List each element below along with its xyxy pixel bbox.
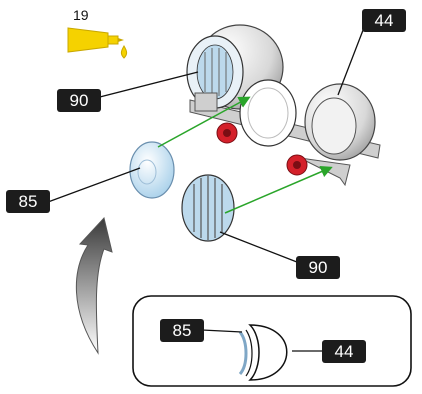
callout-90-bottom: 90	[296, 256, 340, 279]
svg-text:85: 85	[19, 192, 38, 211]
grease-tube-icon	[67, 27, 128, 59]
svg-text:85: 85	[173, 321, 192, 340]
assembly-arrow-upper	[157, 96, 251, 148]
clear-lens-middle	[239, 79, 297, 147]
inset-lens-profile	[238, 324, 288, 381]
blue-lens-85	[129, 141, 175, 199]
leader-lines	[47, 24, 366, 352]
lamp-housing-right	[304, 83, 376, 161]
callout-44-top: 44	[362, 9, 406, 32]
callout-90-top: 90	[57, 89, 101, 112]
svg-text:44: 44	[335, 342, 354, 361]
red-nut-left	[216, 122, 238, 144]
lamp-housing-left	[186, 24, 284, 112]
curved-direction-arrow	[75, 216, 113, 355]
red-nut-right	[286, 154, 308, 176]
striped-lens-90	[181, 174, 235, 242]
grease-ref-label: 19	[73, 7, 89, 23]
svg-text:44: 44	[375, 11, 394, 30]
assembly-arrow-lower	[224, 166, 333, 214]
svg-text:90: 90	[309, 258, 328, 277]
svg-text:90: 90	[70, 91, 89, 110]
callout-44-inset: 44	[322, 340, 366, 363]
callout-85-left: 85	[6, 190, 50, 213]
callout-85-inset: 85	[160, 319, 204, 342]
